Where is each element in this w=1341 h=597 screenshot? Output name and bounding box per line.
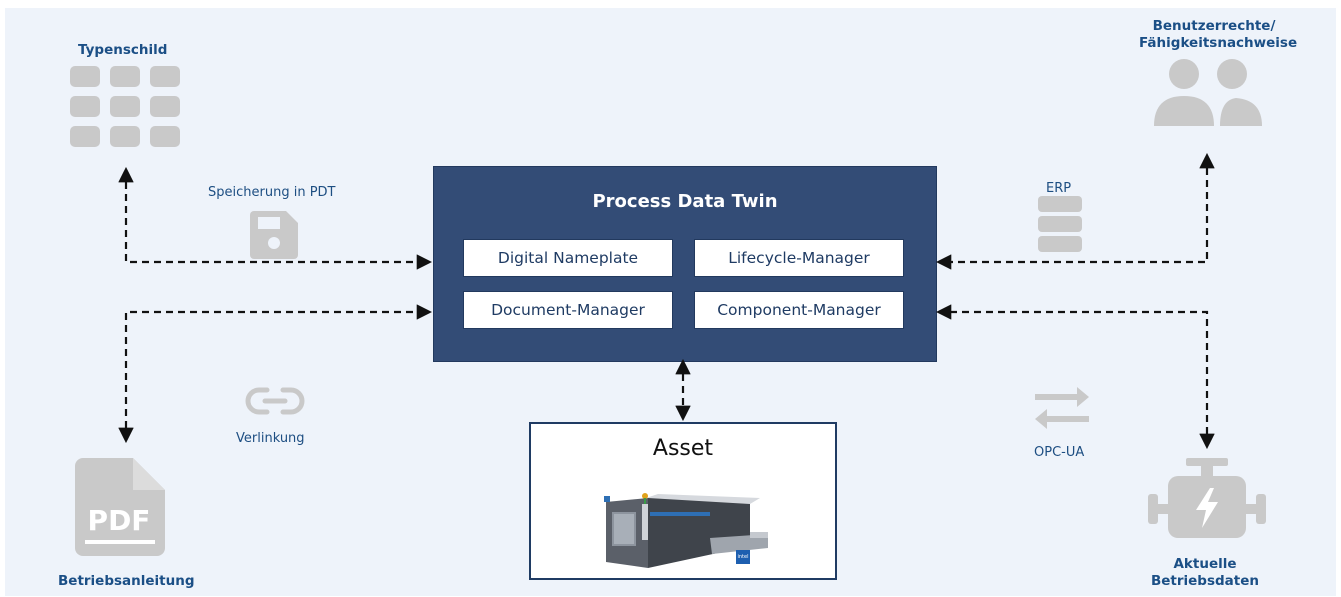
floppy-disk-icon xyxy=(250,211,298,259)
aktuelle-betriebsdaten-label: Aktuelle Betriebsdaten xyxy=(1143,556,1267,590)
process-data-twin-box: Process Data Twin Digital Nameplate Life… xyxy=(433,166,937,362)
database-stack-icon xyxy=(1038,196,1082,252)
module-digital-nameplate: Digital Nameplate xyxy=(463,239,673,277)
connector-typenschild xyxy=(118,166,433,270)
transfer-arrows-icon xyxy=(1035,387,1089,429)
laser-machine-image xyxy=(604,493,768,568)
asset-title: Asset xyxy=(652,436,714,461)
aktuelle-label-line1: Aktuelle xyxy=(1173,556,1237,572)
asset-box: Asset intel xyxy=(529,422,837,580)
benutzerrechte-label-line2: Fähigkeitsnachweise xyxy=(1139,35,1298,51)
connector-betriebsdaten xyxy=(935,304,1215,450)
aktuelle-label-line2: Betriebsdaten xyxy=(1150,573,1260,589)
users-icon xyxy=(1154,59,1262,126)
module-lifecycle-manager: Lifecycle-Manager xyxy=(694,239,904,277)
link-icon xyxy=(245,387,305,415)
connector-betriebsanleitung xyxy=(118,304,433,444)
pdf-icon-text: PDF xyxy=(88,504,151,537)
benutzerrechte-label-line1: Benutzerrechte/ xyxy=(1152,18,1276,34)
module-component-manager: Component-Manager xyxy=(694,291,904,329)
betriebsanleitung-label: Betriebsanleitung xyxy=(58,573,195,589)
benutzerrechte-label: Benutzerrechte/ Fähigkeitsnachweise xyxy=(1139,18,1298,52)
pdf-document-icon: PDF xyxy=(75,458,165,556)
typenschild-label: Typenschild xyxy=(78,42,168,58)
nameplate-grid-icon xyxy=(70,66,180,147)
engine-icon xyxy=(1148,458,1266,538)
intel-badge: intel xyxy=(736,550,750,564)
module-document-manager: Document-Manager xyxy=(463,291,673,329)
pdt-title: Process Data Twin xyxy=(592,191,778,212)
